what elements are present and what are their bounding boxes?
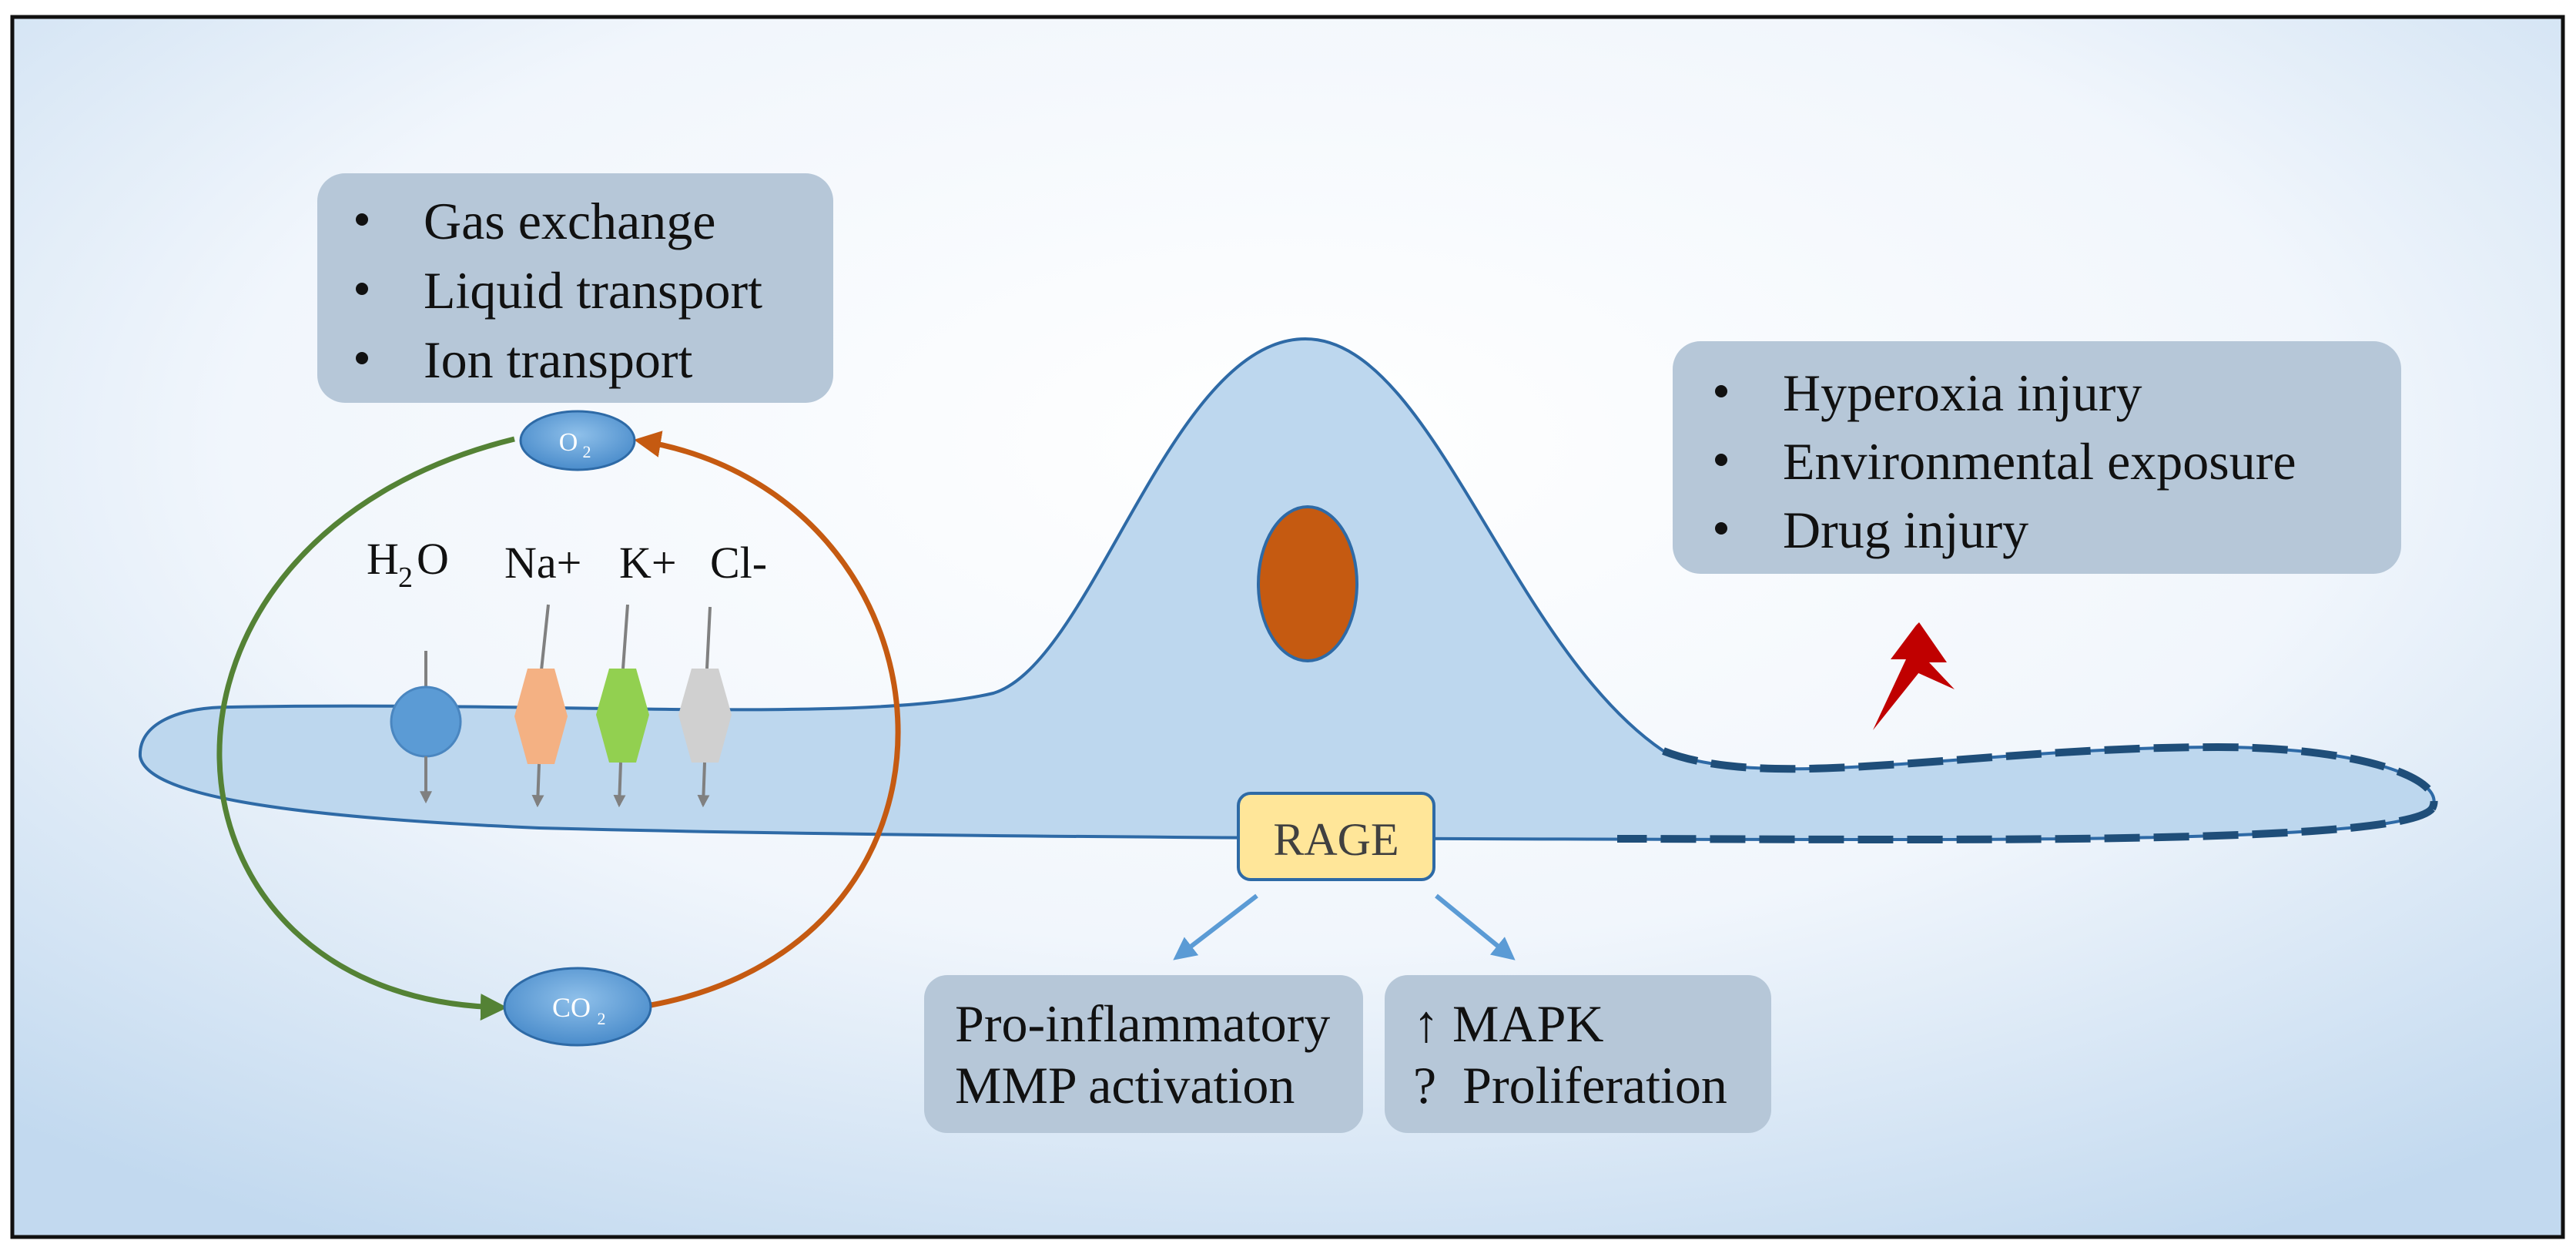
chloride-label: Cl- xyxy=(710,538,767,588)
injury-item-environmental-exposure: Environmental exposure xyxy=(1783,432,2296,491)
rage-label: RAGE xyxy=(1273,814,1399,865)
chloride-channel-arrow xyxy=(697,762,710,808)
bullet xyxy=(356,352,368,364)
potassium-channel xyxy=(596,669,649,763)
oxygen-subscript: 2 xyxy=(583,442,591,461)
injury-box xyxy=(1673,341,2401,574)
bullet xyxy=(1715,454,1727,466)
water-channel xyxy=(390,685,462,758)
bullet xyxy=(356,213,368,226)
bullet xyxy=(1715,522,1727,535)
carbon-dioxide-label: CO xyxy=(552,992,591,1023)
potassium-label: K+ xyxy=(619,538,677,588)
bullet xyxy=(1715,385,1727,397)
orange-arrow-co2-to-o2 xyxy=(634,431,901,1008)
damaged-membrane-top xyxy=(1662,742,2438,811)
sodium-channel xyxy=(514,669,568,764)
inflammation-line-2: MMP activation xyxy=(955,1056,1295,1115)
inflammation-line-1: Pro-inflammatory xyxy=(955,994,1330,1053)
carbon-dioxide-molecule: CO 2 xyxy=(503,967,652,1047)
damaged-membrane-bottom xyxy=(1616,806,2435,844)
function-item-gas-exchange: Gas exchange xyxy=(424,192,715,250)
inflammation-box xyxy=(924,975,1363,1133)
lightning-bolt-icon xyxy=(1873,622,1955,730)
injury-item-hyperoxia: Hyperoxia injury xyxy=(1783,364,2142,422)
chloride-channel xyxy=(678,669,732,763)
carbon-dioxide-subscript: 2 xyxy=(598,1009,606,1028)
potassium-channel-arrow xyxy=(613,762,626,808)
rage-receptor xyxy=(1237,792,1435,881)
bullet xyxy=(356,283,368,295)
green-arrow-o2-to-co2 xyxy=(216,436,515,1021)
sodium-label: Na+ xyxy=(504,538,581,588)
water-label: H 2 O xyxy=(367,534,449,594)
water-label-subscript: 2 xyxy=(398,561,413,594)
injury-list: Hyperoxia injury Environmental exposure … xyxy=(1715,364,2296,559)
function-item-ion-transport: Ion transport xyxy=(424,330,692,389)
injury-item-drug: Drug injury xyxy=(1783,501,2028,559)
carbon-dioxide-bubble xyxy=(503,967,652,1047)
potassium-channel-stem xyxy=(621,604,629,669)
mapk-line-2: ? Proliferation xyxy=(1413,1056,1727,1115)
functions-list: Gas exchange Liquid transport Ion transp… xyxy=(356,192,762,389)
arrow-to-inflammation xyxy=(1173,893,1258,960)
sodium-channel-arrow xyxy=(531,763,544,808)
water-label-h: H xyxy=(367,534,399,584)
mapk-line-1: ↑ MAPK xyxy=(1413,994,1604,1053)
chloride-channel-stem xyxy=(705,606,712,669)
functions-box xyxy=(317,173,833,403)
oxygen-molecule: O 2 xyxy=(519,410,636,471)
sodium-channel-stem xyxy=(540,604,550,671)
mapk-box xyxy=(1385,975,1771,1133)
nucleus xyxy=(1257,505,1358,662)
function-item-liquid-transport: Liquid transport xyxy=(424,261,762,320)
oxygen-label: O xyxy=(559,428,578,457)
water-label-o: O xyxy=(417,534,449,584)
arrow-to-mapk xyxy=(1435,893,1516,960)
oxygen-bubble xyxy=(519,410,636,471)
